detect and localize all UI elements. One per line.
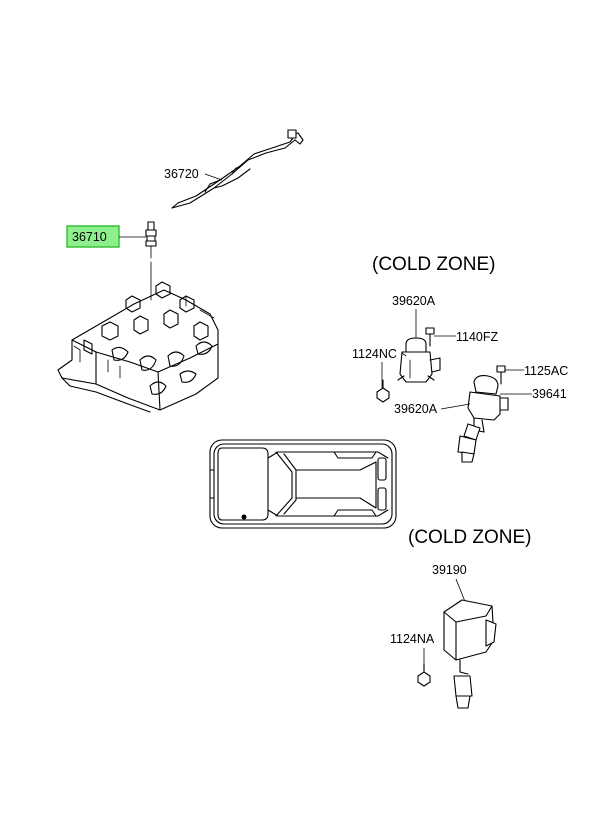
bolt-1140FZ[interactable]: [425, 327, 435, 347]
wiring-harness-36720[interactable]: [171, 129, 304, 209]
solenoid-valve-39620A-bottom[interactable]: [467, 375, 509, 433]
sensor-36710[interactable]: [145, 221, 157, 273]
label-1124NA[interactable]: 1124NA: [390, 632, 435, 646]
label-39641[interactable]: 39641: [532, 387, 567, 401]
label-36710[interactable]: 36710: [72, 230, 107, 244]
control-module-39190[interactable]: [443, 599, 497, 709]
label-39620A-top[interactable]: 39620A: [392, 294, 436, 308]
label-36720[interactable]: 36720: [164, 167, 199, 181]
label-1140FZ[interactable]: 1140FZ: [456, 330, 499, 344]
engine-block: [57, 271, 219, 413]
zone-label-lower: (COLD ZONE): [408, 527, 532, 548]
solenoid-valve-39620A-top[interactable]: [397, 337, 441, 383]
vehicle-top-view: [209, 439, 397, 529]
label-1125AC[interactable]: 1125AC: [524, 364, 568, 378]
connector-39641[interactable]: [457, 423, 481, 463]
label-1124NC[interactable]: 1124NC: [352, 347, 397, 361]
bolt-1124NC[interactable]: [376, 379, 390, 403]
bolt-1125AC[interactable]: [496, 365, 506, 385]
label-39190[interactable]: 39190: [432, 563, 467, 577]
zone-label-upper: (COLD ZONE): [372, 254, 496, 275]
highlight-box-36710[interactable]: [66, 225, 120, 248]
label-39620A-bottom[interactable]: 39620A: [394, 402, 438, 416]
bolt-1124NA[interactable]: [417, 663, 431, 687]
